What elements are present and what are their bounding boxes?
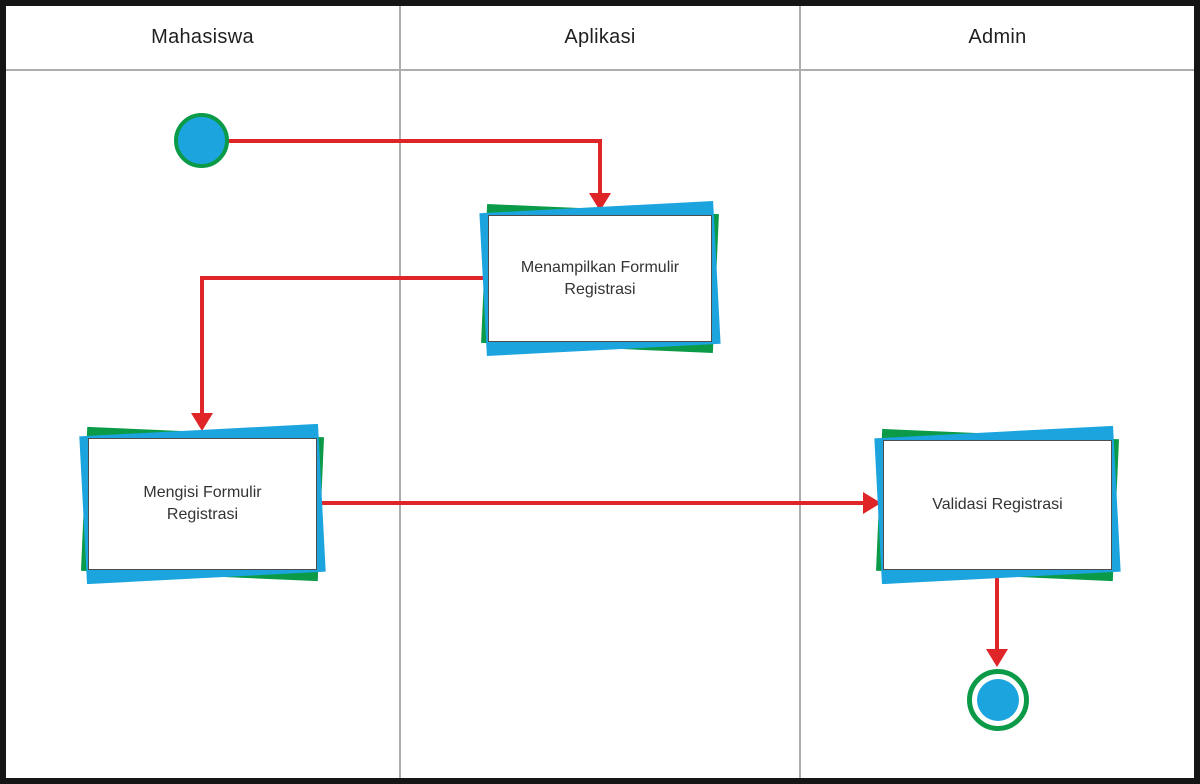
end-node-core [977, 679, 1019, 721]
activity-card: Validasi Registrasi [883, 440, 1112, 570]
flow-line [202, 276, 488, 280]
lane-title-mahasiswa: Mahasiswa [151, 26, 254, 48]
start-node [174, 113, 229, 168]
flow-line [317, 501, 863, 505]
flow-line [200, 276, 204, 413]
flow-line [995, 570, 999, 649]
activity-label: Mengisi Formulir Registrasi [143, 484, 262, 523]
activity-label: Menampilkan Formulir Registrasi [520, 258, 680, 298]
lane-header-separator [6, 69, 1194, 71]
activity-label: Validasi Registrasi [932, 496, 1063, 513]
activity-validasi-registrasi: Validasi Registrasi [874, 425, 1121, 585]
flow-line [228, 139, 602, 143]
activity-menampilkan-formulir: Menampilkan Formulir Registrasi [479, 200, 721, 357]
end-node [967, 669, 1029, 731]
lane-title-aplikasi: Aplikasi [564, 26, 636, 48]
activity-mengisi-formulir: Mengisi Formulir Registrasi [79, 423, 326, 585]
activity-card: Menampilkan Formulir Registrasi [488, 215, 712, 342]
flow-line [598, 139, 602, 194]
lane-divider [399, 6, 401, 778]
activity-card: Mengisi Formulir Registrasi [88, 438, 317, 570]
arrowhead-down-icon [986, 649, 1008, 667]
lane-title-admin: Admin [968, 26, 1027, 48]
lane-divider [799, 6, 801, 778]
arrowhead-down-icon [191, 413, 213, 431]
